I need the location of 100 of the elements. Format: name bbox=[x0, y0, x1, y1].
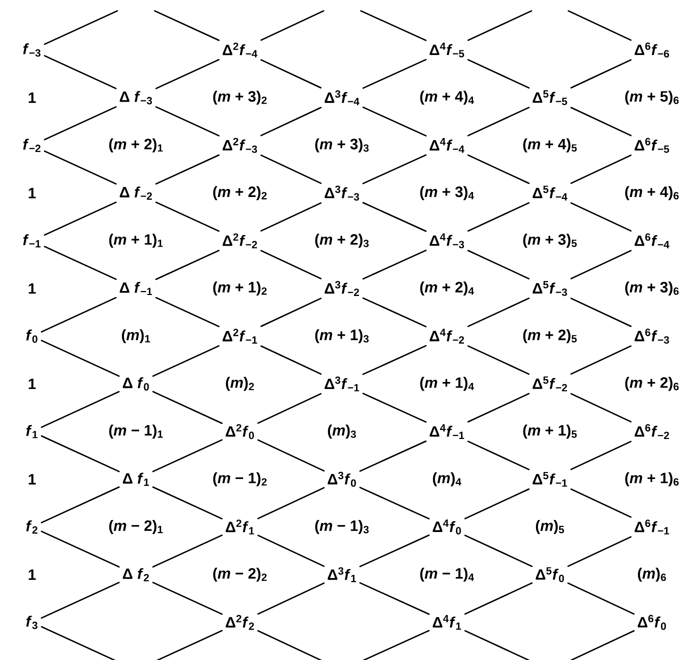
connector-line bbox=[40, 390, 120, 428]
math-term: Δ$^{2}$f$_{1}$ bbox=[226, 520, 254, 534]
connector-line bbox=[260, 154, 322, 184]
connector-line bbox=[362, 202, 427, 232]
connector-line bbox=[467, 392, 530, 422]
math-term: Δ$^{4}$f$_{−5}$ bbox=[430, 42, 464, 58]
math-term: Δ$^{6}$f$_{−4}$ bbox=[634, 233, 670, 248]
math-term: Δ$^{2}$f$_{−2}$ bbox=[222, 233, 257, 248]
coefficient-label: (m + 4)$_{4}$ bbox=[420, 90, 474, 105]
connector-line bbox=[257, 582, 325, 615]
math-term: f$_{1}$ bbox=[26, 425, 38, 438]
connector-line bbox=[257, 439, 325, 472]
coefficient-label: (m − 1)$_{3}$ bbox=[315, 520, 369, 534]
connector-line bbox=[152, 534, 223, 568]
math-term: Δ f$_{−2}$ bbox=[120, 186, 152, 200]
connector-line bbox=[567, 582, 635, 615]
math-term: Δ$^{5}$f$_{−2}$ bbox=[532, 376, 567, 392]
math-term: Δ$^{4}$f$_{−1}$ bbox=[430, 424, 464, 439]
math-term: Δ$^{3}$f$_{−2}$ bbox=[324, 281, 359, 296]
connector-line bbox=[362, 297, 427, 328]
math-term: Δ$^{5}$f$_{−5}$ bbox=[532, 90, 568, 106]
connector-line bbox=[467, 250, 530, 280]
connector-line bbox=[359, 582, 430, 615]
math-term: f$_{3}$ bbox=[26, 616, 38, 630]
math-term: f$_{−3}$ bbox=[23, 43, 40, 57]
connector-line bbox=[570, 440, 632, 470]
coefficient-label: (m + 4)$_{5}$ bbox=[523, 138, 577, 152]
math-term: Δ f$_{2}$ bbox=[122, 568, 149, 582]
connector-line bbox=[464, 488, 530, 520]
connector-line bbox=[155, 202, 220, 232]
connector-line bbox=[467, 440, 530, 470]
connector-line bbox=[152, 486, 223, 520]
coefficient-label: (m + 1)$_{3}$ bbox=[315, 329, 369, 344]
coefficient-label: (m − 1)$_{1}$ bbox=[109, 424, 163, 439]
connector-line bbox=[154, 630, 223, 660]
connector-line bbox=[155, 296, 220, 328]
math-term: f$_{0}$ bbox=[26, 330, 38, 343]
math-term: Δ f$_{1}$ bbox=[122, 472, 149, 486]
math-term: f$_{2}$ bbox=[26, 520, 38, 534]
math-term: Δ f$_{0}$ bbox=[122, 377, 149, 391]
math-term: Δ f$_{−1}$ bbox=[120, 282, 152, 296]
math-term: f$_{−1}$ bbox=[23, 234, 41, 248]
coefficient-label: 1 bbox=[28, 283, 36, 294]
connector-line bbox=[360, 630, 430, 660]
coefficient-label: (m)$_{6}$ bbox=[638, 568, 666, 582]
connector-line bbox=[570, 488, 632, 518]
connector-line bbox=[40, 435, 120, 472]
connector-line bbox=[40, 340, 120, 377]
connector-line bbox=[44, 10, 118, 45]
connector-line bbox=[260, 106, 322, 136]
connector-line bbox=[464, 534, 533, 568]
connector-line bbox=[467, 10, 532, 41]
connector-line bbox=[359, 486, 430, 520]
coefficient-label: (m + 2)$_{3}$ bbox=[315, 234, 369, 248]
math-term: Δ$^{4}$f$_{−4}$ bbox=[430, 138, 464, 153]
connector-line bbox=[260, 345, 322, 375]
coefficient-label: (m + 2)$_{2}$ bbox=[213, 186, 267, 200]
coefficient-label: (m + 2)$_{6}$ bbox=[625, 376, 679, 391]
connector-line bbox=[568, 10, 632, 41]
math-term: Δ$^{4}$f$_{−3}$ bbox=[430, 233, 464, 248]
coefficient-label: (m + 2)$_{1}$ bbox=[109, 138, 163, 152]
connector-line bbox=[257, 630, 324, 660]
connector-line bbox=[467, 202, 530, 232]
connector-line bbox=[154, 10, 220, 42]
coefficient-label: (m)$_{2}$ bbox=[226, 376, 254, 391]
coefficient-label: 1 bbox=[28, 474, 36, 484]
connector-line bbox=[570, 393, 632, 422]
math-term: Δ$^{6}$f$_{0}$ bbox=[638, 614, 666, 630]
connector-line bbox=[570, 106, 632, 136]
connector-line bbox=[257, 534, 325, 567]
math-term: f$_{−2}$ bbox=[23, 138, 40, 152]
connector-line bbox=[155, 58, 220, 90]
coefficient-label: (m + 3)$_{3}$ bbox=[315, 138, 369, 152]
connector-line bbox=[40, 486, 120, 524]
coefficient-label: (m)$_{5}$ bbox=[536, 520, 564, 534]
coefficient-label: (m + 1)$_{1}$ bbox=[109, 234, 163, 248]
connector-line bbox=[464, 582, 533, 615]
coefficient-label: (m − 2)$_{1}$ bbox=[109, 520, 163, 534]
coefficient-label: 1 bbox=[28, 378, 36, 390]
coefficient-label: (m + 2)$_{4}$ bbox=[420, 282, 474, 296]
coefficient-label: (m + 5)$_{6}$ bbox=[625, 90, 679, 105]
connector-line bbox=[155, 106, 220, 136]
math-term: Δ$^{6}$f$_{−6}$ bbox=[634, 42, 670, 58]
connector-line bbox=[260, 298, 322, 327]
connector-line bbox=[152, 582, 223, 615]
math-term: Δ$^{3}$f$_{−4}$ bbox=[324, 90, 360, 106]
connector-line bbox=[362, 392, 427, 423]
connector-line bbox=[467, 106, 530, 136]
math-term: Δ$^{5}$f$_{0}$ bbox=[536, 567, 564, 582]
connector-line bbox=[567, 536, 632, 567]
connector-line bbox=[568, 630, 635, 660]
connector-line bbox=[40, 626, 118, 660]
connector-line bbox=[152, 390, 223, 424]
connector-line bbox=[570, 250, 632, 280]
connector-line bbox=[44, 202, 117, 236]
connector-line bbox=[257, 487, 325, 520]
math-term: Δ$^{2}$f$_{−3}$ bbox=[222, 138, 258, 153]
connector-line bbox=[362, 250, 427, 280]
coefficient-label: (m + 1)$_{4}$ bbox=[420, 376, 474, 391]
connector-line bbox=[152, 345, 220, 377]
